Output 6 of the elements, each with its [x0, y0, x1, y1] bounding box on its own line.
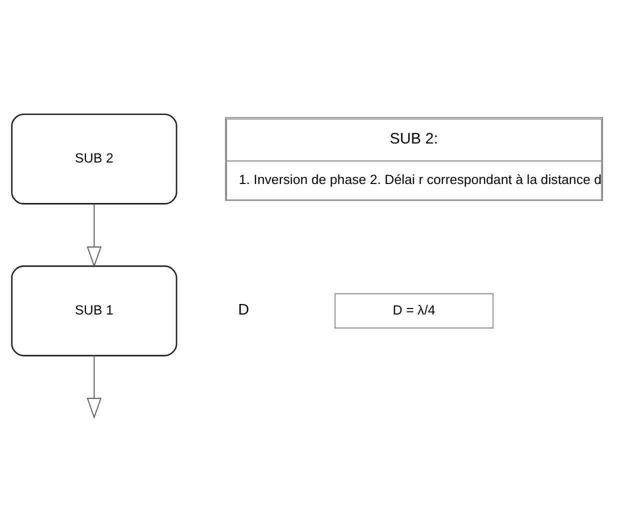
node-box: D = λ/4 — [334, 293, 494, 328]
node-box: SUB 2 — [11, 114, 178, 204]
arrow — [86, 204, 102, 268]
node-box: SUB 1 — [11, 265, 178, 356]
label: D — [238, 301, 250, 318]
arrow — [86, 355, 102, 419]
